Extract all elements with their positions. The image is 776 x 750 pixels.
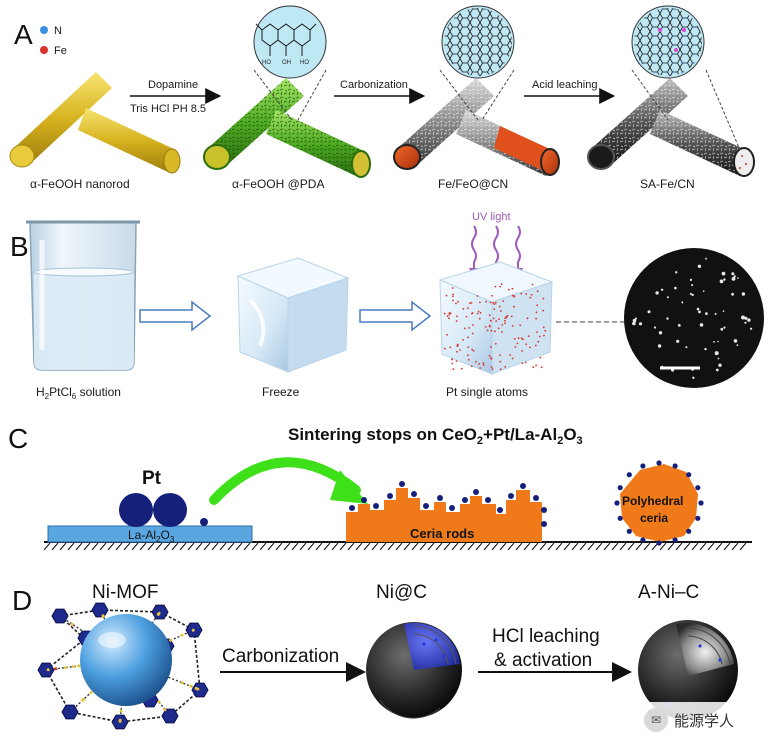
pt-particle-large-2	[153, 493, 187, 527]
caption-sa-fe-cn: SA-Fe/CN	[640, 177, 695, 191]
pt-particle-small	[200, 518, 208, 526]
pda-molecule-zoom: HO OH HO	[253, 5, 327, 121]
arrow-hcl-leaching-label-2: & activation	[494, 650, 592, 671]
nitrogen-legend-dot	[40, 26, 48, 34]
feooh-pda-illustration	[203, 78, 371, 178]
sa-fe-cn-illustration	[587, 78, 755, 177]
pt-label: Pt	[142, 468, 162, 489]
wechat-icon: ✉	[644, 708, 668, 732]
polyhedral-ceria-shape	[614, 460, 704, 546]
svg-text:OH: OH	[282, 60, 291, 66]
caption-h2ptcl6: H2PtCl6 solution	[36, 385, 121, 401]
fe-feo-cn-illustration	[393, 78, 560, 176]
ni-mof-illustration	[37, 602, 209, 730]
single-atom-network-zoom	[631, 5, 741, 151]
caption-pt-single-atoms: Pt single atoms	[446, 385, 528, 399]
watermark: ✉ 能源学人	[644, 702, 772, 738]
pt-particle-large-1	[119, 493, 153, 527]
feooh-nanorod-illustration	[9, 72, 181, 174]
arrow-tris-label: Tris HCl PH 8.5	[130, 103, 206, 115]
panel-d-letter: D	[12, 585, 32, 616]
arrow-carbonization-d-label: Carbonization	[222, 646, 339, 667]
arrow-carbonization-a-label: Carbonization	[340, 79, 408, 91]
iron-legend-label: Fe	[54, 45, 67, 57]
uv-light-rays	[471, 225, 521, 270]
carbon-network-zoom	[439, 5, 515, 121]
panel-a-letter: A	[14, 19, 33, 50]
panel-c: C Sintering stops on CeO2+Pt/La-Al2O3 La…	[8, 423, 752, 551]
ni-at-c-illustration	[366, 622, 462, 719]
panel-c-letter: C	[8, 423, 28, 454]
arrow-dopamine-label: Dopamine	[148, 79, 198, 91]
hollow-arrow-freeze	[139, 300, 212, 332]
uv-light-label: UV light	[472, 211, 511, 223]
ice-cube-illustration	[236, 257, 350, 373]
panel-d: D Ni-MOF Ni@C A-Ni–C Carbonization HCl l…	[12, 582, 738, 730]
hollow-arrow-uv	[359, 300, 432, 332]
arrow-hcl-leaching-label-1: HCl leaching	[492, 626, 600, 647]
nitrogen-legend-label: N	[54, 25, 62, 37]
label-a-ni-c: A-Ni–C	[638, 582, 699, 603]
svg-text:HO: HO	[262, 60, 271, 66]
pt-cube-illustration	[438, 261, 554, 375]
panel-c-title: Sintering stops on CeO2+Pt/La-Al2O3	[288, 425, 583, 447]
arrow-acid-leaching-label: Acid leaching	[532, 79, 597, 91]
polyhedral-label-1: Polyhedral	[622, 494, 683, 508]
ceria-rods-shape	[346, 481, 547, 542]
panel-a: A N Fe α-FeOOH nanorod Dopamine Tris HCl…	[9, 5, 755, 191]
watermark-text: 能源学人	[674, 711, 735, 730]
ceria-rods-label: Ceria rods	[410, 526, 474, 541]
polyhedral-label-2: ceria	[640, 511, 668, 525]
caption-freeze: Freeze	[262, 385, 300, 399]
support-label: La-Al2O3	[128, 528, 175, 544]
iron-legend-dot	[40, 46, 48, 54]
panel-b: B H2PtCl6 solution Freeze UV light	[10, 211, 764, 401]
svg-text:HO: HO	[300, 60, 309, 66]
label-ni-at-c: Ni@C	[376, 582, 427, 603]
tem-micrograph	[624, 248, 764, 388]
caption-feooh-nanorod: α-FeOOH nanorod	[30, 177, 130, 191]
label-ni-mof: Ni-MOF	[92, 582, 158, 603]
beaker-illustration	[26, 220, 140, 371]
caption-fe-feo-cn: Fe/FeO@CN	[438, 177, 508, 191]
la-al2o3-support	[47, 525, 253, 543]
panel-b-letter: B	[10, 231, 29, 262]
a-ni-c-illustration	[638, 620, 738, 720]
caption-feooh-pda: α-FeOOH @PDA	[232, 177, 324, 191]
